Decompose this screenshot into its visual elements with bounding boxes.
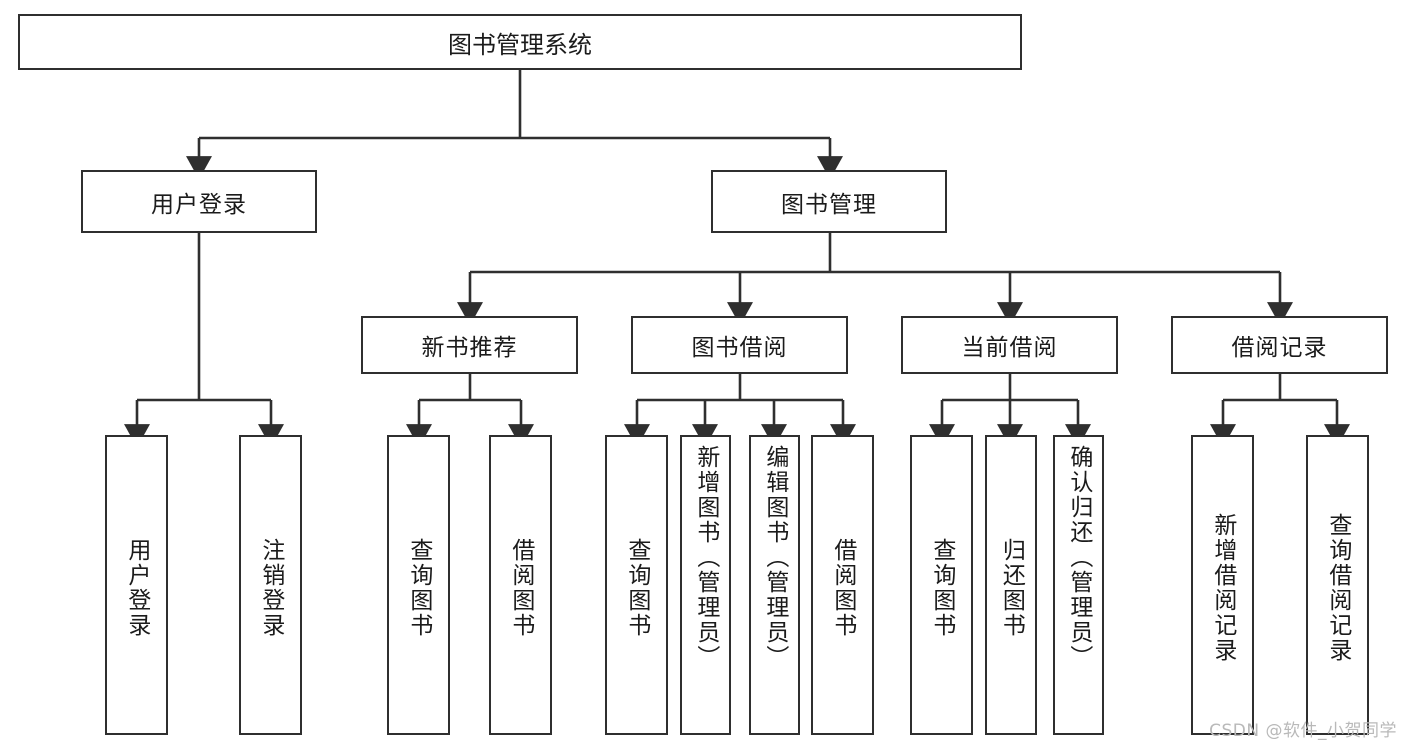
node-book-manage[interactable]: 图书管理	[711, 170, 947, 233]
node-leaf-confirm-return-admin[interactable]: 确认归还（管理员）	[1053, 435, 1104, 735]
node-leaf-return-book[interactable]: 归还图书	[985, 435, 1037, 735]
node-leaf-edit-book-admin[interactable]: 编辑图书（管理员）	[749, 435, 800, 735]
node-label: 查询图书	[405, 538, 432, 638]
node-label: 新增图书（管理员）	[692, 445, 719, 670]
node-label: 查询图书	[623, 538, 650, 638]
node-label: 归还图书	[998, 538, 1025, 638]
node-leaf-borrow-book-recommend[interactable]: 借阅图书	[489, 435, 552, 735]
node-label: 当前借阅	[961, 335, 1058, 361]
node-label: 用户登录	[151, 191, 247, 218]
node-leaf-borrow-book-borrow[interactable]: 借阅图书	[811, 435, 874, 735]
node-leaf-query-book-current[interactable]: 查询图书	[910, 435, 973, 735]
node-current-borrow[interactable]: 当前借阅	[901, 316, 1118, 374]
node-label: 确认归还（管理员）	[1065, 445, 1092, 670]
node-user-login[interactable]: 用户登录	[81, 170, 317, 233]
node-new-book-recommend[interactable]: 新书推荐	[361, 316, 578, 374]
node-label: 图书管理系统	[448, 30, 592, 59]
node-label: 查询图书	[928, 538, 955, 638]
node-label: 用户登录	[123, 538, 150, 638]
watermark-text: CSDN @软件_小贺同学	[1209, 721, 1397, 741]
node-borrow-record[interactable]: 借阅记录	[1171, 316, 1388, 374]
node-leaf-query-borrow-record[interactable]: 查询借阅记录	[1306, 435, 1369, 735]
node-leaf-add-borrow-record[interactable]: 新增借阅记录	[1191, 435, 1254, 735]
node-leaf-user-login[interactable]: 用户登录	[105, 435, 168, 735]
node-label: 图书借阅	[691, 335, 788, 361]
node-leaf-query-book-borrow[interactable]: 查询图书	[605, 435, 668, 735]
node-book-borrow[interactable]: 图书借阅	[631, 316, 848, 374]
node-label: 注销登录	[257, 538, 284, 638]
node-root-system[interactable]: 图书管理系统	[18, 14, 1022, 70]
node-label: 借阅图书	[507, 538, 534, 638]
node-label: 新书推荐	[421, 335, 518, 361]
node-label: 编辑图书（管理员）	[761, 445, 788, 670]
node-label: 借阅图书	[829, 538, 856, 638]
node-leaf-add-book-admin[interactable]: 新增图书（管理员）	[680, 435, 731, 735]
node-label: 图书管理	[781, 191, 877, 218]
node-label: 新增借阅记录	[1209, 513, 1236, 663]
node-label: 借阅记录	[1231, 335, 1328, 361]
node-leaf-logout-login[interactable]: 注销登录	[239, 435, 302, 735]
node-leaf-query-book-recommend[interactable]: 查询图书	[387, 435, 450, 735]
node-label: 查询借阅记录	[1324, 513, 1351, 663]
